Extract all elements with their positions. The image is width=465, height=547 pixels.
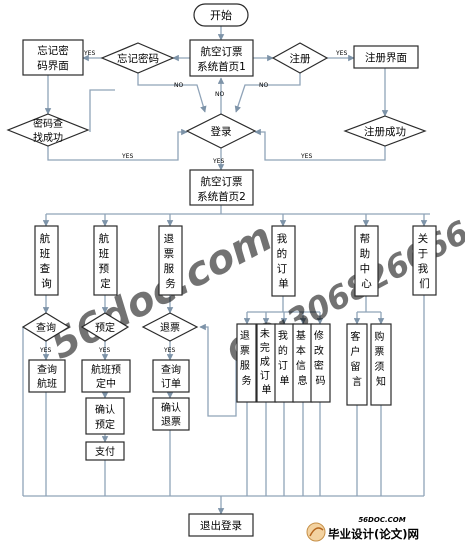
query-order-box: 查询 订单 — [152, 359, 190, 393]
svg-text:未 完 成 订: 未 完 成 订 单 — [260, 328, 273, 396]
svg-text:登录: 登录 — [211, 125, 232, 138]
unfinished-orders: 未 完 成 订 单 — [256, 323, 277, 403]
confirm-booking-box: 确认 预定 — [85, 397, 125, 435]
edge-label-yes: YES — [39, 347, 51, 354]
svg-text:购 票 须 知: 购 票 须 知 — [374, 330, 387, 388]
change-password: 修 改 密 码 — [310, 323, 331, 403]
refund-service-module: 退 票 服 务 — [158, 225, 183, 296]
password-recovered-decision: 密码查 找成功 — [6, 113, 90, 147]
logo-site-text: 56DOC.COM — [358, 516, 405, 524]
svg-text:码界面: 码界面 — [37, 60, 69, 72]
svg-text:客 户 留 言: 客 户 留 言 — [350, 330, 363, 388]
about-us-module: 关 于 我 们 — [412, 225, 437, 296]
register-page: 注册界面 — [353, 45, 419, 69]
refund-decision: 退票 — [141, 312, 199, 342]
svg-text:航空订票: 航空订票 — [201, 45, 243, 58]
svg-text:定中: 定中 — [96, 377, 116, 390]
edge-label-yes: YES — [121, 153, 133, 160]
svg-text:查询: 查询 — [37, 363, 57, 376]
svg-text:注册: 注册 — [290, 52, 311, 65]
edge-label-yes: YES — [335, 50, 347, 57]
svg-text:预定: 预定 — [95, 321, 115, 334]
start-label: 开始 — [210, 8, 232, 22]
svg-text:确认: 确认 — [161, 401, 181, 414]
forgot-password-decision: 忘记密码 — [100, 42, 175, 74]
my-orders-sub: 我 的 订 单 — [274, 323, 295, 403]
edge-label-no: NO — [174, 82, 183, 89]
edge-label-no: NO — [259, 82, 268, 89]
refund-service-sub: 退 票 服 务 — [236, 323, 257, 403]
svg-text:忘记密码: 忘记密码 — [117, 52, 159, 65]
edge-label-yes: YES — [163, 347, 175, 354]
svg-text:修 改 密 码: 修 改 密 码 — [314, 329, 327, 387]
booking-in-progress-box: 航班预 定中 — [81, 359, 131, 393]
svg-text:我 的 订 单: 我 的 订 单 — [277, 233, 291, 290]
register-decision: 注册 — [271, 42, 329, 74]
flight-booking-module: 航 班 预 定 — [93, 225, 118, 296]
my-orders-module: 我 的 订 单 — [271, 225, 296, 297]
edge-label-yes: YES — [212, 158, 224, 165]
svg-text:注册成功: 注册成功 — [364, 125, 406, 138]
svg-text:航空订票: 航空订票 — [201, 175, 243, 188]
svg-text:关 于 我 们: 关 于 我 们 — [418, 232, 432, 290]
site-logo: 56DOC.COM 毕业设计(论文)网 — [306, 516, 419, 542]
home-page-1: 航空订票 系统首页1 — [189, 39, 254, 77]
svg-text:系统首页2: 系统首页2 — [197, 190, 246, 203]
start-node: 开始 — [193, 3, 249, 27]
login-decision: 登录 — [185, 113, 257, 149]
svg-text:忘记密: 忘记密 — [37, 44, 69, 57]
svg-text:系统首页1: 系统首页1 — [197, 60, 246, 73]
home-page-2: 航空订票 系统首页2 — [189, 169, 254, 206]
logout-node: 退出登录 — [188, 513, 254, 537]
svg-text:退 票 服 务: 退 票 服 务 — [164, 233, 178, 290]
forgot-password-page: 忘记密 码界面 — [22, 39, 84, 76]
svg-text:支付: 支付 — [95, 445, 115, 458]
logo-mark-icon — [306, 522, 326, 542]
confirm-refund-box: 确认 退票 — [152, 397, 190, 431]
svg-text:我 的 订 单: 我 的 订 单 — [278, 330, 291, 387]
svg-text:预定: 预定 — [95, 418, 115, 431]
logo-text: 毕业设计(论文)网 — [328, 527, 419, 541]
flight-query-module: 航 班 查 询 — [34, 225, 59, 296]
svg-text:找成功: 找成功 — [33, 131, 63, 144]
svg-text:航班: 航班 — [37, 377, 57, 390]
help-center-module: 帮 助 中 心 — [354, 225, 379, 297]
purchase-notice: 购 票 须 知 — [370, 323, 392, 406]
svg-text:确认: 确认 — [95, 403, 115, 416]
edge-label-no: NO — [215, 91, 224, 98]
svg-text:退出登录: 退出登录 — [200, 519, 242, 532]
svg-text:查询: 查询 — [36, 321, 56, 334]
pay-box: 支付 — [85, 441, 125, 461]
svg-text:退票: 退票 — [160, 322, 180, 334]
svg-text:退 票 服 务: 退 票 服 务 — [240, 330, 253, 387]
svg-text:航班预: 航班预 — [91, 363, 121, 376]
query-decision: 查询 — [21, 312, 71, 342]
edge-labels: YES YES NO NO NO YES YES YES YES YES YES — [39, 50, 347, 354]
svg-text:航 班 预 定: 航 班 预 定 — [99, 232, 113, 290]
svg-text:基 本 信 息: 基 本 信 息 — [296, 329, 309, 387]
query-flights-box: 查询 航班 — [28, 359, 66, 393]
basic-info: 基 本 信 息 — [292, 323, 313, 403]
edge-label-yes: YES — [98, 347, 110, 354]
svg-text:退票: 退票 — [161, 416, 181, 428]
svg-text:订单: 订单 — [161, 378, 181, 390]
svg-text:帮 助 中 心: 帮 助 中 心 — [360, 233, 374, 290]
customer-message: 客 户 留 言 — [346, 323, 368, 406]
register-success-decision: 注册成功 — [343, 115, 427, 147]
edge-label-yes: YES — [83, 50, 95, 57]
svg-text:密码查: 密码查 — [33, 117, 63, 130]
svg-text:航 班 查 询: 航 班 查 询 — [40, 232, 54, 290]
edge-label-yes: YES — [300, 153, 312, 160]
connectors — [22, 26, 430, 515]
svg-text:查询: 查询 — [161, 363, 181, 376]
svg-text:注册界面: 注册界面 — [365, 51, 407, 64]
booking-decision: 预定 — [80, 312, 130, 342]
